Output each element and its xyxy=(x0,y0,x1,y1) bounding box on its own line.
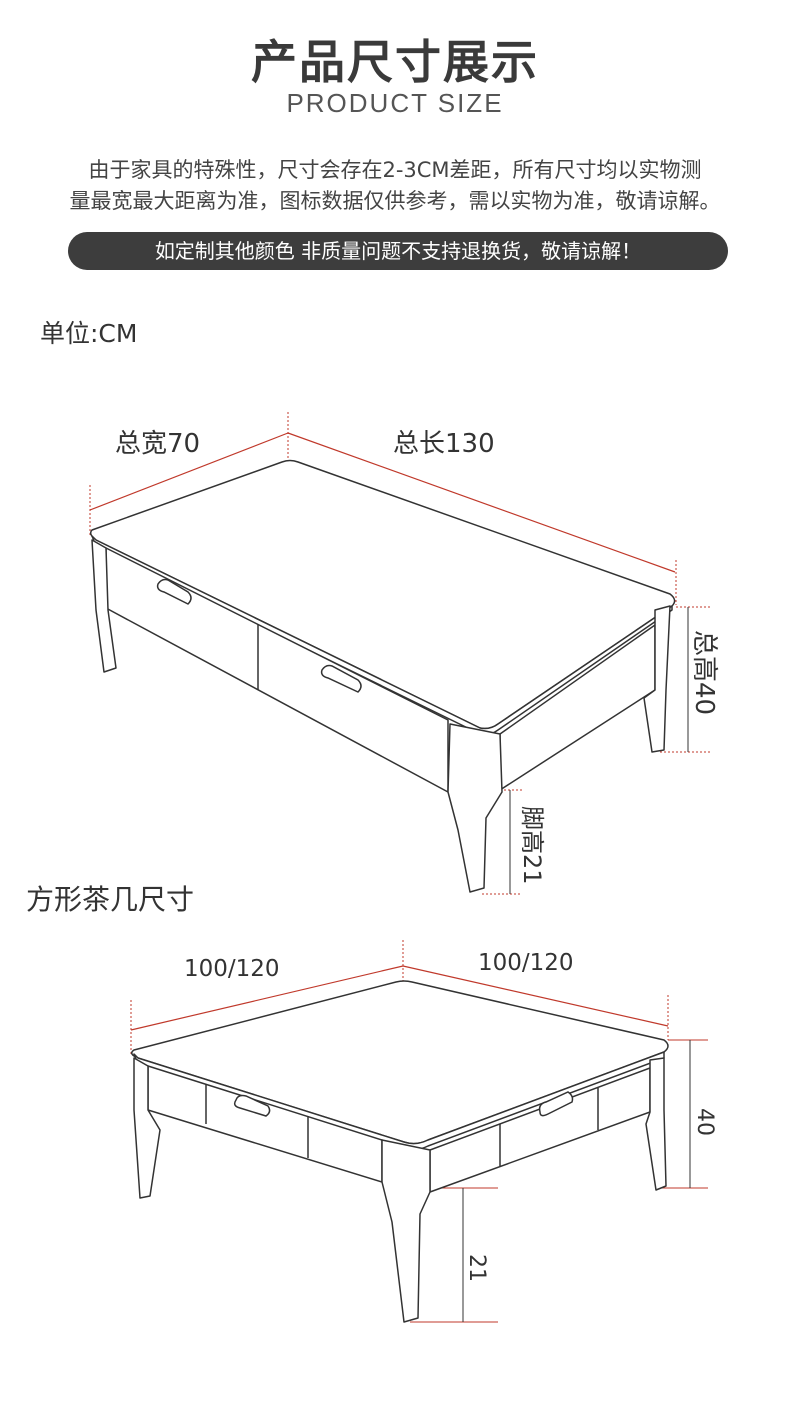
square-side-b-label: 100/120 xyxy=(478,950,574,976)
square-dimension-lines xyxy=(130,965,669,1031)
notice-line-1: 由于家具的特殊性，尺寸会存在2-3CM差距，所有尺寸均以实物测 xyxy=(88,158,702,182)
rect-height-lines xyxy=(509,607,689,894)
rect-drawer-handles xyxy=(156,578,362,693)
page-subtitle: PRODUCT SIZE xyxy=(286,88,504,118)
square-drawer-handles xyxy=(233,1091,574,1117)
notice-line-2: 量最宽最大距离为准，图标数据仅供参考，需以实物为准，敬请谅解。 xyxy=(69,189,721,213)
square-table-body xyxy=(131,980,669,1323)
rect-height-label: 总高40 xyxy=(689,630,719,715)
rect-length-label: 总长130 xyxy=(393,429,495,459)
square-section-title: 方形茶几尺寸 xyxy=(26,883,195,916)
square-height-lines xyxy=(462,1040,691,1322)
square-height-label: 40 xyxy=(692,1108,717,1136)
page-title: 产品尺寸展示 xyxy=(251,35,539,89)
rect-extension-lines xyxy=(89,412,710,895)
rect-table-body xyxy=(89,459,676,893)
unit-label: 单位:CM xyxy=(40,319,138,348)
warning-banner: 如定制其他颜色 非质量问题不支持退换货，敬请谅解！ xyxy=(68,232,728,270)
square-leg-label: 21 xyxy=(464,1254,489,1282)
rect-table-diagram: 总宽70 总长130 总高40 脚高21 xyxy=(89,412,719,895)
rect-width-label: 总宽70 xyxy=(115,429,200,459)
rect-leg-label: 脚高21 xyxy=(518,806,546,885)
square-side-a-label: 100/120 xyxy=(184,956,280,982)
rect-dimension-lines xyxy=(89,432,676,573)
